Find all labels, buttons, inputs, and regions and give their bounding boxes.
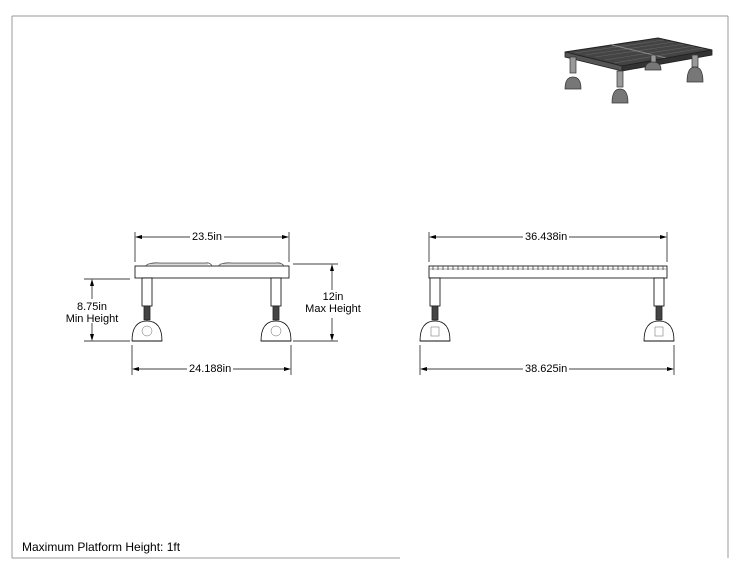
- front-bottom-width-label: 24.188in: [187, 363, 234, 376]
- side-top-length-label: 36.438in: [523, 231, 570, 244]
- front-platform: [134, 265, 290, 279]
- min-height-value-label: 8.75in: [77, 301, 107, 313]
- max-height-caption: Max Height: [305, 303, 361, 315]
- side-bottom-length-label: 38.625in: [523, 363, 570, 376]
- front-left-leg: [141, 277, 153, 307]
- isometric-view: [564, 37, 713, 104]
- max-height-value-label: 12in: [322, 291, 344, 303]
- side-right-leg: [653, 277, 665, 307]
- front-right-leg: [270, 277, 282, 307]
- side-left-leg: [429, 277, 441, 307]
- front-top-width-label: 23.5in: [190, 231, 224, 244]
- front-view: [131, 262, 292, 342]
- side-dimensions: [419, 232, 675, 375]
- footer-note: Maximum Platform Height: 1ft: [22, 540, 181, 554]
- front-dimensions: [84, 232, 338, 375]
- side-view: [419, 265, 675, 342]
- min-height-caption: Min Height: [65, 313, 119, 325]
- sheet-border: [11, 15, 729, 559]
